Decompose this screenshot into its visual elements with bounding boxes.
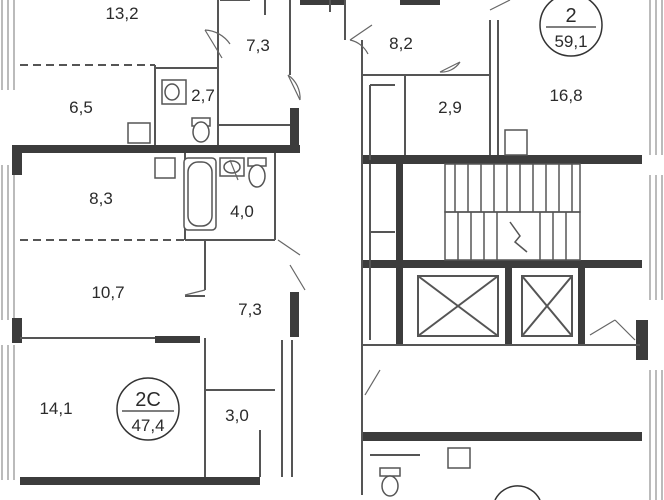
room-area-label: 2,7: [191, 86, 215, 105]
room-area-label: 8,3: [89, 189, 113, 208]
elevator-shafts: [417, 275, 573, 337]
apartment-badge-circle: [116, 377, 180, 441]
bathroom-fixtures: [127, 79, 528, 497]
room-labels: 13,2 7,3 8,2 6,5 2,7 2,9 16,8 8,3 4,0 10…: [39, 4, 582, 425]
room-area-label: 14,1: [39, 399, 72, 418]
right-facade-windows: [649, 0, 663, 500]
partition-walls: [20, 0, 640, 495]
apartment-number: 2С: [135, 389, 161, 411]
room-area-label: 13,2: [105, 4, 138, 23]
room-area-label: 7,3: [238, 300, 262, 319]
room-area-label: 2,9: [438, 98, 462, 117]
apartment-number: 2: [565, 5, 576, 27]
apartment-area: 47,4: [131, 416, 164, 435]
apartment-badge-2c[interactable]: 2С 47,4: [116, 377, 180, 441]
staircase: [444, 163, 581, 261]
room-area-label: 16,8: [549, 86, 582, 105]
room-area-label: 10,7: [91, 283, 124, 302]
partial-apartment-badge: [494, 485, 541, 500]
door-swings: [184, 0, 636, 396]
room-area-label: 4,0: [230, 202, 254, 221]
left-facade-windows: [1, 0, 15, 480]
room-area-label: 8,2: [389, 34, 413, 53]
apartment-badge-2[interactable]: 2 59,1: [539, 0, 603, 57]
apartment-badge-circle: [539, 0, 603, 57]
room-area-label: 6,5: [69, 98, 93, 117]
load-bearing-walls: [12, 0, 648, 485]
room-area-label: 3,0: [225, 406, 249, 425]
room-area-label: 7,3: [246, 36, 270, 55]
apartment-area: 59,1: [554, 32, 587, 51]
